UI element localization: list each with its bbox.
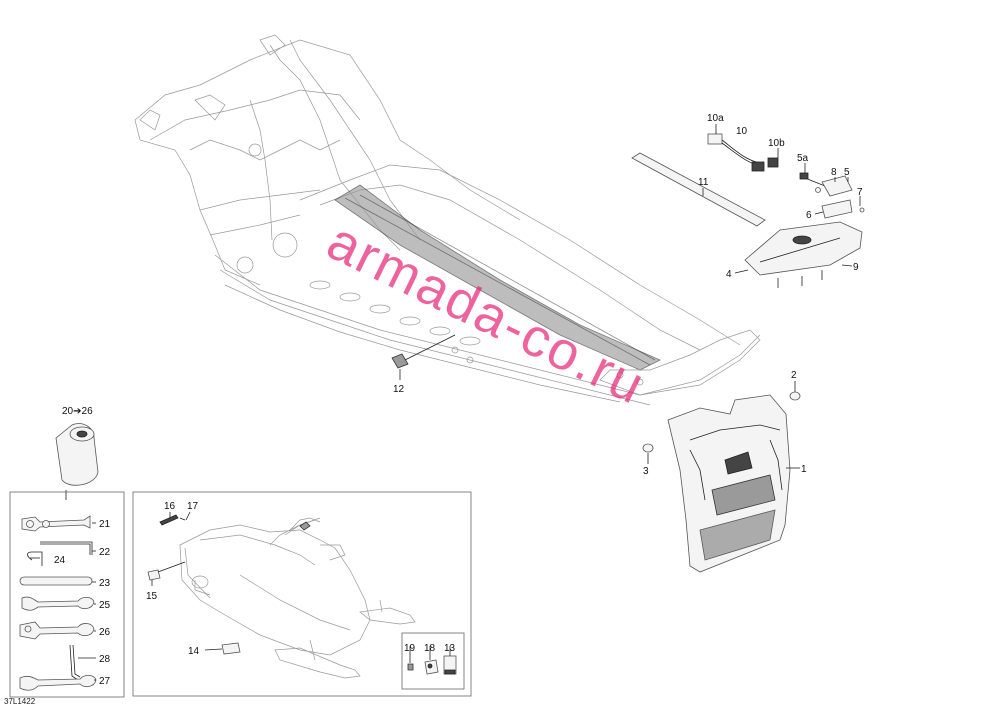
tool-hex-key-22: [40, 541, 93, 555]
callout-25: 25: [99, 600, 111, 611]
fastener-subpanel: [401, 632, 465, 690]
tool-kit-bag: [55, 423, 99, 500]
callout-7: 7: [857, 187, 863, 198]
callout-24: 24: [54, 555, 66, 566]
bracket-part: [821, 199, 865, 219]
clip-part: [391, 334, 456, 369]
light-part: [799, 172, 853, 197]
callout-22: 22: [99, 547, 111, 558]
callout-1: 1: [801, 464, 807, 475]
callout-26: 26: [99, 627, 111, 638]
callout-5a: 5a: [797, 153, 809, 164]
callout-17: 17: [187, 501, 199, 512]
tool-wrench-25: [21, 596, 95, 611]
callout-11: 11: [698, 177, 709, 188]
tool-bar-23: [19, 576, 93, 586]
washer-part: [642, 443, 654, 453]
tool-spanner-26: [19, 621, 95, 640]
callout-labels: 10a 10 10b 5a 8 5 11 7 6 4 9 2 1 3 12 20…: [54, 113, 863, 687]
callout-10: 10: [736, 126, 748, 137]
decal-part-14: [204, 642, 241, 655]
callout-23: 23: [99, 578, 111, 589]
callout-10b: 10b: [768, 138, 785, 149]
tools-panel: [9, 491, 125, 698]
nut-part: [789, 391, 801, 401]
callout-4: 4: [726, 269, 732, 280]
sled-inset-panel: [132, 491, 472, 697]
callout-3: 3: [643, 466, 649, 477]
callout-14: 14: [188, 646, 200, 657]
callout-2: 2: [791, 370, 797, 381]
taillight-housing-part: [744, 221, 863, 288]
chassis-frame: [134, 34, 761, 406]
snow-flap-part: [667, 394, 791, 573]
callout-12: 12: [393, 384, 405, 395]
callout-28: 28: [99, 654, 111, 665]
sled-outline: [179, 517, 416, 679]
decal-part-16: [159, 514, 186, 526]
tool-wrench-21: [21, 515, 91, 532]
callout-19: 19: [404, 643, 416, 654]
callout-15: 15: [146, 591, 158, 602]
callout-20-26: 20➔26: [62, 406, 93, 417]
tool-wrench-27: [19, 674, 97, 691]
callout-8: 8: [831, 167, 837, 178]
callout-6: 6: [806, 210, 812, 221]
leader-lines: [78, 124, 861, 681]
small-parts: [407, 655, 457, 675]
decal-part-15: [147, 561, 186, 581]
callout-21: 21: [99, 519, 111, 530]
callout-16: 16: [164, 501, 176, 512]
callout-27: 27: [99, 676, 111, 687]
drawing-code: 37L1422: [4, 697, 36, 706]
callout-9: 9: [853, 262, 859, 273]
callout-5: 5: [844, 167, 850, 178]
tool-l-key-28: [69, 644, 81, 681]
callout-10a: 10a: [707, 113, 724, 124]
callout-18: 18: [424, 643, 436, 654]
callout-13: 13: [444, 643, 456, 654]
strip-part: [631, 152, 766, 227]
tool-hook-24: [27, 551, 43, 566]
wiring-harness-part: [707, 133, 779, 172]
